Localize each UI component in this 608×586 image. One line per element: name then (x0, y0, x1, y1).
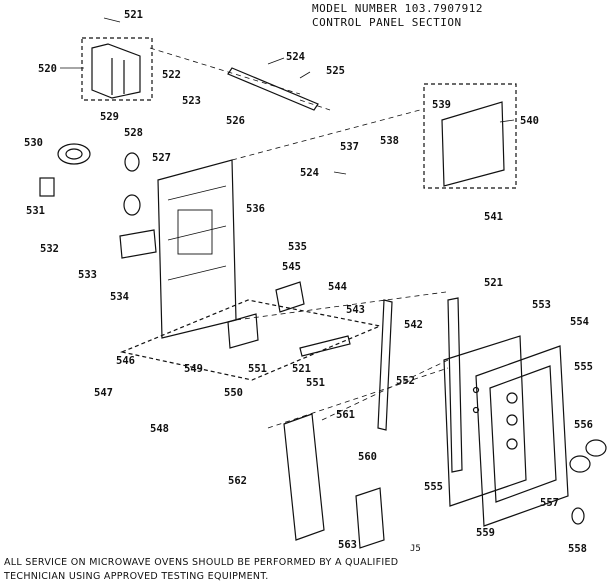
part-label-551: 551 (248, 363, 267, 375)
part-544-bar (299, 335, 351, 357)
part-label-539: 539 (432, 99, 451, 111)
part-label-559: 559 (476, 527, 495, 539)
part-label-524: 524 (286, 51, 305, 63)
part-label-521-alt: 521 (484, 277, 503, 289)
part-520-bracket (91, 43, 141, 99)
part-label-555-alt: 555 (424, 481, 443, 493)
part-label-520: 520 (38, 63, 57, 75)
part-label-548: 548 (150, 423, 169, 435)
service-note-line-1: ALL SERVICE ON MICROWAVE OVENS SHOULD BE… (4, 557, 399, 568)
part-label-546: 546 (116, 355, 135, 367)
section-title: CONTROL PANEL SECTION (312, 16, 462, 29)
part-527-knob (123, 194, 141, 216)
part-label-554: 554 (570, 316, 589, 328)
part-label-536: 536 (246, 203, 265, 215)
part-525-rod (227, 67, 319, 111)
part-520-group-box (81, 37, 153, 101)
part-label-540: 540 (520, 115, 539, 127)
part-label-549: 549 (184, 363, 203, 375)
part-label-524-alt: 524 (300, 167, 319, 179)
part-label-560: 560 (358, 451, 377, 463)
part-label-530: 530 (24, 137, 43, 149)
part-label-534: 534 (110, 291, 129, 303)
part-label-535: 535 (288, 241, 307, 253)
part-label-552: 552 (396, 375, 415, 387)
part-530-switch (39, 177, 55, 197)
part-label-557: 557 (540, 497, 559, 509)
part-label-538: 538 (380, 135, 399, 147)
model-number: MODEL NUMBER 103.7907912 (312, 2, 483, 15)
part-558-knob (571, 507, 585, 525)
part-label-526: 526 (226, 115, 245, 127)
part-562-board (283, 413, 325, 541)
part-540-group-box (423, 83, 517, 189)
part-label-556: 556 (574, 419, 593, 431)
part-label-550: 550 (224, 387, 243, 399)
part-545-block (275, 281, 305, 313)
part-554-frame (475, 345, 569, 527)
part-label-545: 545 (282, 261, 301, 273)
part-label-542: 542 (404, 319, 423, 331)
part-553-panel (443, 335, 527, 507)
part-label-543: 543 (346, 304, 365, 316)
part-label-525: 525 (326, 65, 345, 77)
service-note-line-2: TECHNICIAN USING APPROVED TESTING EQUIPM… (4, 571, 269, 582)
part-552-rod (377, 299, 393, 431)
part-542-strip (447, 297, 463, 473)
part-label-553: 553 (532, 299, 551, 311)
part-label-561: 561 (336, 409, 355, 421)
part-label-555: 555 (574, 361, 593, 373)
part-533-plate (119, 229, 157, 259)
part-label-562: 562 (228, 475, 247, 487)
part-528-knob (124, 152, 140, 172)
part-label-537: 537 (340, 141, 359, 153)
part-label-531: 531 (26, 205, 45, 217)
part-520-detail (111, 58, 125, 95)
part-label-533: 533 (78, 269, 97, 281)
part-label-527: 527 (152, 152, 171, 164)
part-550-block (227, 313, 259, 349)
part-label-529: 529 (100, 111, 119, 123)
part-label-532: 532 (40, 243, 59, 255)
part-529-thermal (57, 143, 91, 165)
part-label-522: 522 (162, 69, 181, 81)
part-557-knob (569, 455, 591, 473)
page-code: J5 (410, 544, 421, 554)
part-label-547: 547 (94, 387, 113, 399)
part-label-521: 521 (124, 9, 143, 21)
part-label-528: 528 (124, 127, 143, 139)
part-label-551-alt: 551 (306, 377, 325, 389)
part-label-523: 523 (182, 95, 201, 107)
part-540-module (441, 101, 505, 187)
part-label-541: 541 (484, 211, 503, 223)
part-556-knob (585, 439, 607, 457)
part-label-558: 558 (568, 543, 587, 555)
part-label-563: 563 (338, 539, 357, 551)
part-label-544: 544 (328, 281, 347, 293)
part-563-board (355, 487, 385, 549)
part-label-521-alt: 521 (292, 363, 311, 375)
